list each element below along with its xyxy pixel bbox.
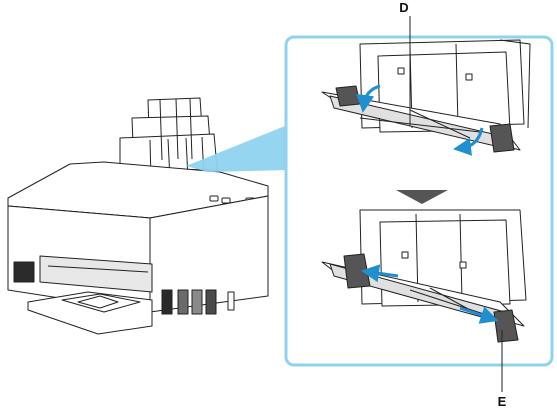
guide-arrow-left — [356, 84, 381, 113]
output-slot — [39, 255, 153, 293]
guide-arrow-slide-right — [459, 306, 499, 324]
guide-arrow-slide-left — [361, 264, 399, 283]
ink-window-left — [13, 261, 35, 283]
label-d: D — [399, 0, 408, 15]
paper-guide-left — [335, 85, 361, 107]
paper-guide-right-moved — [493, 309, 519, 343]
step-arrow-icon — [396, 190, 448, 204]
label-e: E — [498, 394, 507, 409]
detail-top — [321, 39, 531, 153]
guide-arrow-right — [453, 127, 484, 156]
printer-illustration — [7, 97, 269, 335]
ink-tanks — [161, 289, 235, 315]
callout-connector — [186, 124, 290, 172]
paper-guide-right — [489, 123, 515, 153]
